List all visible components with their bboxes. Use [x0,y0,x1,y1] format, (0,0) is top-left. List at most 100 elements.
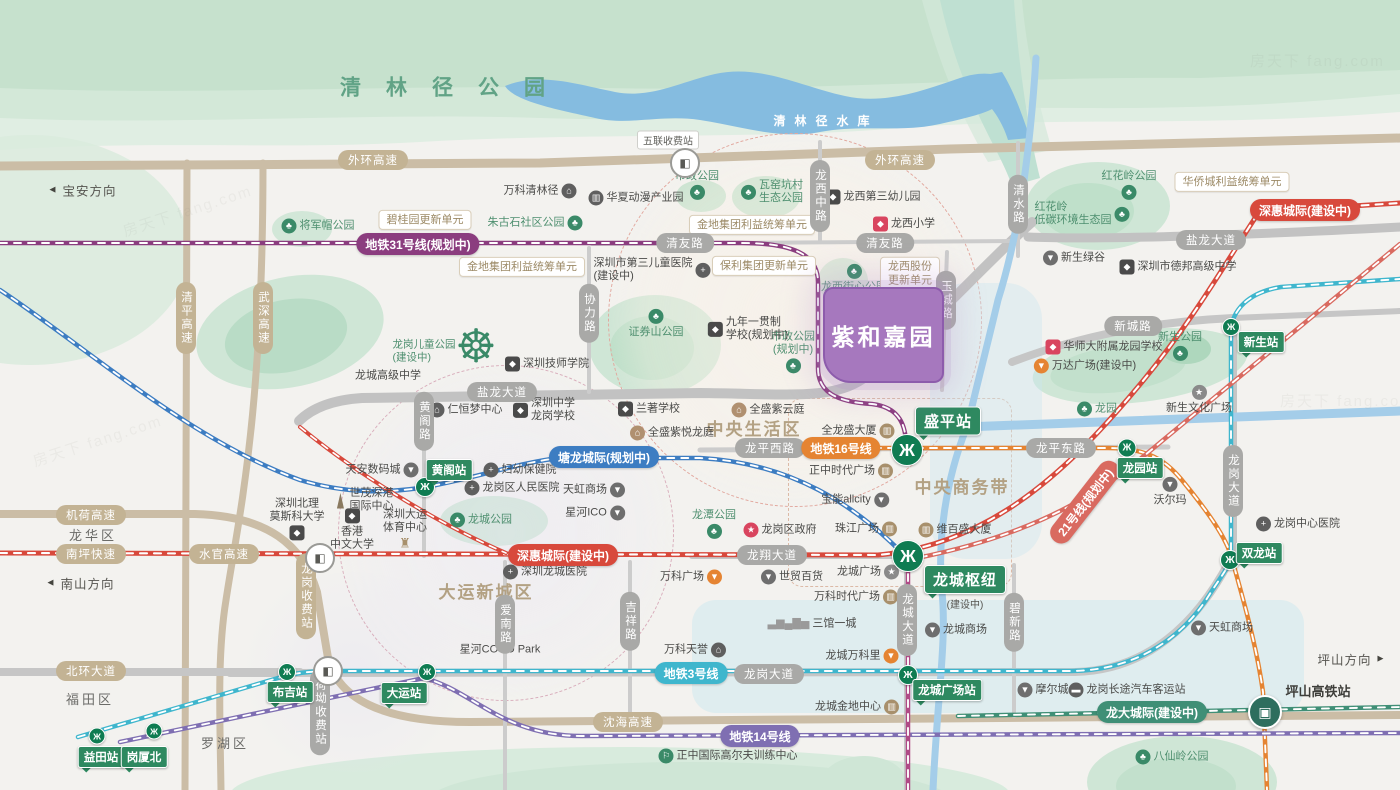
toll-icon-wulian[interactable]: ◧ [670,148,700,178]
poi-hosp[interactable]: +深圳龙城医院 [503,564,587,580]
toll-icon-longgang[interactable]: ◧ [305,543,335,573]
poi-hosp[interactable]: +龙岗中心医院 [1256,516,1340,532]
poi-schd[interactable]: 深圳北理 莫斯科大学◆ [270,497,325,541]
poi-mallo[interactable]: 龙城万科里▼ [826,648,899,664]
poi-tower[interactable]: ▲世茂深港 国际中心 [335,487,394,513]
metro-icon-shengping[interactable]: Ж [891,434,923,466]
poi-park[interactable]: 新生公园♣ [1158,331,1202,362]
poi-park[interactable]: ♣将军帽公园 [281,218,355,234]
poi-mallo[interactable]: 万科广场▼ [660,569,722,585]
poi-starg[interactable]: 龙城广场★ [837,564,899,580]
station-flag-yitian[interactable]: 益田站 [77,746,125,768]
direction-text: 坪山方向 [1317,653,1372,668]
poi-homet[interactable]: ⌂全盛紫悦龙庭 [630,425,714,441]
metro-icon-xinsheng[interactable]: Ж [1222,318,1240,336]
poi-park[interactable]: 市政公园 (规划中)♣ [771,330,815,374]
poi-park[interactable]: 龙潭公园♣ [692,509,736,540]
station-flag-huangge-label[interactable]: 黄阁站 [425,459,473,481]
poi-schd[interactable]: ◆深圳中学 龙岗学校 [513,397,575,423]
poi-hosp[interactable]: 深圳市第三儿童医院 (建设中)+ [594,257,711,283]
poi-homed[interactable]: ⌂仁恒梦中心 [429,402,503,418]
poi-shopg[interactable]: ▼世贸百货 [761,569,823,585]
poi-mallo[interactable]: ▼万达广场(建设中) [1033,358,1136,374]
poi-shopg[interactable]: ▼龙城商场 [925,622,987,638]
poi-hosp[interactable]: +妇幼保健院 [483,462,557,478]
poi-shopg[interactable]: ▼天虹商场 [1191,620,1253,636]
station-flag-yitian-label[interactable]: 益田站 [77,746,125,768]
poi-schr[interactable]: ◆华师大附属龙园学校 [1045,339,1163,355]
ferris-wheel-icon[interactable]: ☸ [455,320,497,372]
station-flag-dayun[interactable]: 大运站 [380,682,428,704]
station-flag-xinsheng-label[interactable]: 新生站 [1237,331,1285,353]
station-flag-longcheng-guangchang[interactable]: 龙城广场站 [912,679,982,701]
poi-schd[interactable]: ◆香港 中文大学 [330,508,374,551]
poi-bldt[interactable]: 正中时代广场▥ [809,463,893,479]
poi-bldt[interactable]: 珠江广场▥ [835,521,897,537]
metro-icon-gangxiabei[interactable]: Ж [145,722,163,740]
poi-bus[interactable]: ▬龙岗长途汽车客运站 [1068,682,1186,698]
toll-icon-heao[interactable]: ◧ [313,656,343,686]
station-flag-huangge[interactable]: 黄阁站 [425,459,473,481]
station-flag-buji-label[interactable]: 布吉站 [266,681,314,703]
poi-park[interactable]: ♣龙园 [1077,401,1117,417]
station-flag-shengping[interactable]: 盛平站 [914,406,982,436]
poi-starg[interactable]: ★新生文化广场 [1166,384,1232,415]
poi-shopg[interactable]: 星河ICO▼ [565,505,625,521]
highway-label: 龙岗收费站 [296,553,316,639]
poi-shopg[interactable]: 天安数码城▼ [346,462,419,478]
station-flag-shuanglong-label[interactable]: 双龙站 [1235,542,1283,564]
metro-icon-longcheng-hub[interactable]: Ж [892,540,924,572]
poi-shopg[interactable]: ▼摩尔城 [1017,682,1069,698]
poi-hosp[interactable]: +龙岗区人民医院 [464,480,560,496]
poi-bldt[interactable]: 龙城金地中心▥ [815,699,899,715]
station-flag-xinsheng[interactable]: 新生站 [1237,331,1285,353]
station-flag-longcheng-guangchang-label[interactable]: 龙城广场站 [912,679,982,701]
poi-schd[interactable]: ◆深圳市德邦高级中学 [1119,259,1237,275]
pingshan-hsr-icon[interactable]: ▣ [1248,695,1282,729]
station-flag-shuanglong[interactable]: 双龙站 [1235,542,1283,564]
poi-label: 龙岗长途汽车客运站 [1086,683,1186,696]
poi-bldd[interactable]: ▥华夏动漫产业园 [588,190,684,206]
poi-starr[interactable]: ★龙岗区政府 [743,522,817,538]
station-flag-longcheng-hub[interactable]: 龙城枢纽(建设中) [923,565,1007,611]
poi-stad[interactable]: 深圳大运 体育中心♜ [383,508,427,549]
poi-park[interactable]: ♣证券山公园 [629,308,684,339]
station-flag-longyuan[interactable]: 龙园站 [1116,457,1164,479]
poi-park[interactable]: ♣八仙岭公园 [1135,749,1209,765]
poi-park[interactable]: 红花岭公园♣ [1102,170,1157,201]
poi-shopg[interactable]: 宝能allcity▼ [821,492,889,508]
poi-park[interactable]: 红花岭 低碳环境生态园♣ [1035,201,1130,227]
poi-shopg[interactable]: ▼沃尔玛 [1154,476,1187,507]
poi-homed[interactable]: 万科天誉⌂ [664,642,726,658]
station-flag-buji[interactable]: 布吉站 [266,681,314,703]
station-flag-gangxiabei-label[interactable]: 岗厦北 [120,746,168,768]
poi-park[interactable]: ♣龙城公园 [450,512,512,528]
poi-bldt[interactable]: 全龙盛大厦▥ [822,423,895,439]
poi-bldt[interactable]: 万科时代广场▥ [814,589,898,605]
metro-icon-buji[interactable]: Ж [278,663,296,681]
metro-icon-dayun[interactable]: Ж [418,663,436,681]
metro-icon-longyuan[interactable]: Ж [1117,438,1137,458]
map-text: 龙华区 [68,528,118,544]
station-flag-longyuan-label[interactable]: 龙园站 [1116,457,1164,479]
poi-sky[interactable]: ▃▆▄▇▅三馆一城 [768,617,857,630]
poi-golf[interactable]: ⚐正中国际高尔夫训练中心 [658,748,798,764]
poi-park[interactable]: 朱古石社区公园♣ [488,215,583,231]
poi-schr[interactable]: ◆龙西小学 [873,216,935,232]
station-flag-shengping-label[interactable]: 盛平站 [914,406,982,436]
metro-icon-yitian[interactable]: Ж [88,727,106,745]
project-box-zihejiayuan[interactable]: 紫和嘉园 [823,287,944,383]
station-flag-gangxiabei[interactable]: 岗厦北 [120,746,168,768]
poi-schd[interactable]: ◆九年一贯制 学校(规划中) [707,316,788,342]
station-flag-longcheng-hub-label[interactable]: 龙城枢纽 [923,565,1007,594]
poi-homed[interactable]: 万科清林径⌂ [504,183,577,199]
poi-bldt[interactable]: ▥维百盛大厦 [918,522,992,538]
poi-schd[interactable]: ◆兰著学校 [618,401,680,417]
poi-park[interactable]: ♣瓦窑坑村 生态公园 [741,179,803,205]
poi-homet[interactable]: ⌂全盛紫云庭 [731,402,805,418]
poi-shopg[interactable]: ▼新生绿谷 [1043,250,1105,266]
poi-schd[interactable]: ◆深圳技师学院 [505,356,589,372]
poi-schd[interactable]: ◆龙西第三幼儿园 [825,189,921,205]
station-flag-dayun-label[interactable]: 大运站 [380,682,428,704]
poi-shopg[interactable]: 天虹商场▼ [563,482,625,498]
